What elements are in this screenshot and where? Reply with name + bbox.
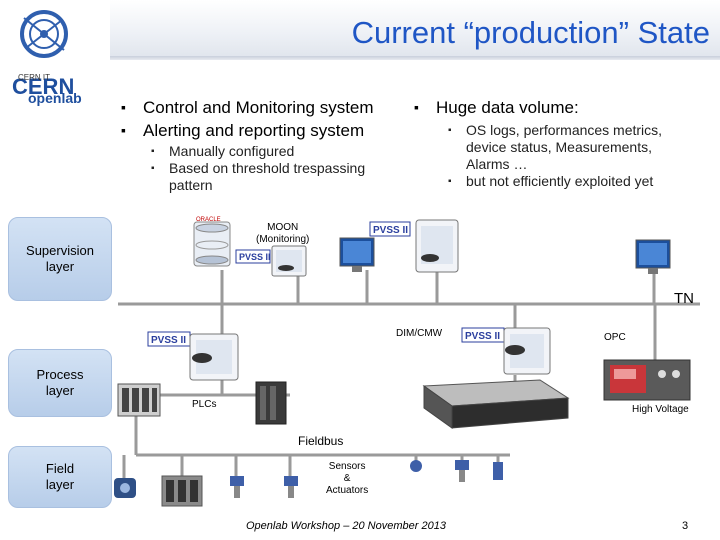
svg-text:PVSS II: PVSS II bbox=[465, 331, 500, 342]
server-icon-process-right bbox=[503, 327, 551, 375]
plc-module-icon bbox=[255, 381, 287, 425]
title-band: Current “production” State bbox=[110, 0, 720, 60]
monitor-icon-1 bbox=[339, 237, 375, 272]
sub-not-exploited: but not efficiently exploited yet bbox=[442, 173, 662, 190]
field-device-valve-icon-3 bbox=[455, 460, 469, 482]
sensors-label-line3: Actuators bbox=[326, 485, 369, 496]
logo-small-text: CERN IT bbox=[18, 73, 50, 82]
server-icon-moon bbox=[271, 245, 307, 277]
logo-cern-text: CERN bbox=[12, 74, 74, 99]
field-device-motor-icon bbox=[114, 478, 136, 498]
svg-text:PVSS II: PVSS II bbox=[151, 335, 186, 346]
sub-os-logs: OS logs, performances metrics, bbox=[442, 122, 662, 139]
logo-globe-icon bbox=[20, 10, 68, 58]
field-layer-line2: layer bbox=[45, 477, 75, 492]
sub-os-logs-cont2: Alarms … bbox=[466, 156, 528, 172]
pvss-badge-2: PVSS II bbox=[369, 221, 411, 237]
sub-manually-configured: Manually configured bbox=[145, 143, 365, 160]
field-device-valve-icon-1 bbox=[230, 476, 244, 498]
tn-label: TN bbox=[674, 290, 694, 307]
high-voltage-supply-icon bbox=[603, 359, 691, 401]
supervision-layer-line2: layer bbox=[45, 259, 75, 274]
crate-icon bbox=[422, 379, 570, 429]
process-layer-line1: Process bbox=[36, 367, 84, 382]
high-voltage-label: High Voltage bbox=[632, 404, 689, 415]
dim-cmw-label: DIM/CMW bbox=[396, 328, 443, 339]
moon-label-line2: (Monitoring) bbox=[256, 234, 310, 245]
slide-title: Current “production” State bbox=[351, 15, 710, 50]
logo-openlab-text: openlab bbox=[28, 90, 82, 106]
left-bullet-list: Control and Monitoring system Alerting a… bbox=[115, 96, 374, 142]
sensors-label-line1: Sensors bbox=[328, 461, 366, 472]
process-layer-line2: layer bbox=[45, 383, 75, 398]
server-icon-supervision bbox=[415, 219, 459, 273]
moon-label-line1: MOON bbox=[267, 222, 299, 233]
field-device-sensor-icon-1 bbox=[410, 460, 422, 472]
page-number: 3 bbox=[682, 520, 689, 532]
fieldbus-label: Fieldbus bbox=[298, 434, 344, 448]
plc-rack-icon bbox=[117, 383, 161, 417]
right-sub-list: OS logs, performances metrics, device st… bbox=[442, 122, 662, 190]
svg-text:PVSS II: PVSS II bbox=[239, 252, 271, 262]
svg-text:PVSS II: PVSS II bbox=[373, 225, 408, 236]
bullet-control-monitoring: Control and Monitoring system bbox=[115, 96, 374, 119]
monitor-icon-2 bbox=[635, 239, 671, 274]
cern-openlab-logo: CERN bbox=[12, 10, 74, 99]
field-device-rack-icon bbox=[161, 475, 203, 507]
field-device-sensor-icon-2 bbox=[493, 462, 503, 480]
sub-threshold-cont: pattern bbox=[169, 177, 213, 193]
pvss-badge-3: PVSS II bbox=[147, 331, 191, 347]
moon-label: MOON (Monitoring) bbox=[256, 222, 309, 246]
opc-label: OPC bbox=[604, 332, 626, 343]
sub-threshold: Based on threshold trespassing bbox=[145, 160, 365, 177]
sensors-label-line2: & bbox=[343, 473, 351, 484]
oracle-label: ORACLE bbox=[196, 217, 221, 223]
pvss-badge-4: PVSS II bbox=[461, 327, 505, 343]
sensors-label: Sensors & Actuators bbox=[326, 461, 368, 497]
footer-text: Openlab Workshop – 20 November 2013 bbox=[246, 520, 446, 532]
oracle-database-icon: ORACLE bbox=[193, 217, 231, 267]
bullet-huge-data: Huge data volume: bbox=[408, 96, 579, 119]
sub-os-logs-cont1: device status, Measurements, bbox=[466, 139, 652, 155]
field-layer-line1: Field bbox=[45, 461, 75, 476]
left-sub-list: Manually configured Based on threshold t… bbox=[145, 143, 365, 194]
server-icon-process-left bbox=[189, 333, 239, 381]
supervision-layer-line1: Supervision bbox=[26, 243, 94, 258]
plcs-label: PLCs bbox=[192, 399, 217, 410]
bullet-alerting-reporting: Alerting and reporting system bbox=[115, 119, 374, 142]
pvss-badge-1: PVSS II bbox=[235, 249, 271, 264]
field-device-valve-icon-2 bbox=[284, 476, 298, 498]
right-bullet-list: Huge data volume: bbox=[408, 96, 579, 119]
